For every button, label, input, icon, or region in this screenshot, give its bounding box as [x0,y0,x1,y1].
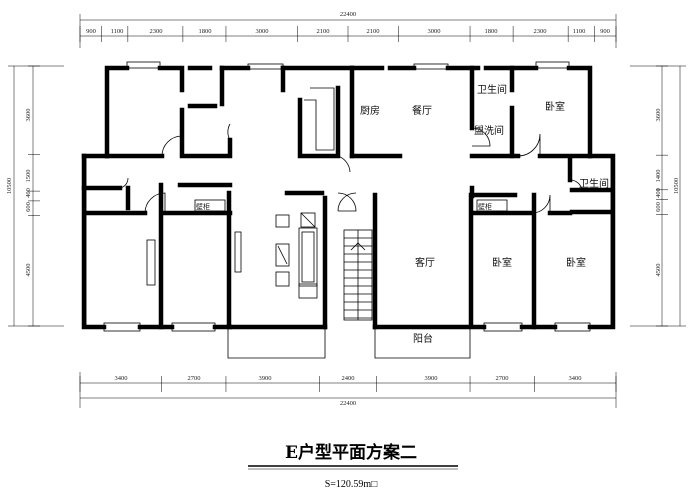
bottom-total-dimension: 22400 [340,400,356,407]
closet-left-label: 壁柜 [196,202,210,211]
right-dimension-label: 400 [655,188,662,198]
closets [194,199,508,212]
staircase [304,87,373,321]
top-dimension-label: 2100 [317,28,330,35]
left-dimension-label: 3600 [25,109,32,122]
right-dimension-label: 1400 [655,170,662,183]
left-total-dimension: 10500 [6,178,13,194]
right-dimension-label: 3600 [655,109,662,122]
top-dimension-label: 1100 [573,28,586,35]
windows [85,61,612,332]
right-dimension-chain: 10500 3600 1400 400 600 4500 [630,65,686,327]
left-dimension-label: 600 [25,202,32,212]
left-dimension-chain: 10500 3600 1500 400 600 4500 [6,65,64,327]
door-swings [119,123,583,214]
bottom-dimension-label: 3400 [569,375,582,382]
bottom-dimension-label: 3900 [425,375,438,382]
living-furniture [146,212,318,299]
balconies [227,327,471,359]
bottom-dimension-label: 2400 [342,375,355,382]
top-dimension-label: 900 [600,28,610,35]
bottom-dimension-label: 3900 [259,375,272,382]
plan-title: E户型平面方案二 [285,442,417,463]
walls [81,65,616,330]
bottom-dimension-label: 3400 [115,375,128,382]
bottom-dimension-chain: 3400 2700 3900 2400 3900 2700 3400 22400 [79,372,617,408]
closet-right-label: 壁柜 [478,202,492,211]
room-labels: 厨房 餐厅 卫生间 盥洗间 卧室 卫生间 客厅 卧室 卧室 阳台 壁柜 壁柜 [196,83,609,345]
top-dimension-label: 3000 [428,28,441,35]
top-dimension-label: 1800 [199,28,212,35]
bedroom-top-right-label: 卧室 [545,100,565,113]
top-dimension-label: 900 [86,28,96,35]
left-dimension-label: 400 [25,188,32,198]
bedroom-right-label: 卧室 [566,256,586,269]
top-dimension-chain: 22400 900 1100 2300 1800 3000 2100 2100 … [79,11,617,48]
kitchen-label: 厨房 [360,104,380,117]
title-block: E户型平面方案二 S=120.59m□ [248,442,458,490]
living-room-label: 客厅 [415,256,435,269]
top-dimension-label: 1100 [111,28,124,35]
left-dimension-label: 4500 [25,264,32,277]
laundry-label: 盥洗间 [474,124,504,137]
area-label: S=120.59m□ [325,479,378,490]
balcony-label: 阳台 [413,332,433,345]
top-dimension-label: 2300 [150,28,163,35]
top-dimension-label: 3000 [256,28,269,35]
top-dimension-label: 2100 [367,28,380,35]
right-dimension-label: 600 [655,202,662,212]
bottom-dimension-label: 2700 [496,375,509,382]
left-dimension-label: 1500 [25,170,32,183]
right-dimension-label: 4500 [655,264,662,277]
top-total-dimension: 22400 [340,11,356,18]
bathroom-top-label: 卫生间 [477,83,507,96]
bedroom-mid-label: 卧室 [492,256,512,269]
right-total-dimension: 10500 [673,178,680,194]
dining-label: 餐厅 [412,104,432,117]
bathroom-right-label: 卫生间 [579,177,609,190]
top-dimension-label: 2300 [534,28,547,35]
bottom-dimension-label: 2700 [188,375,201,382]
top-dimension-label: 1800 [485,28,498,35]
